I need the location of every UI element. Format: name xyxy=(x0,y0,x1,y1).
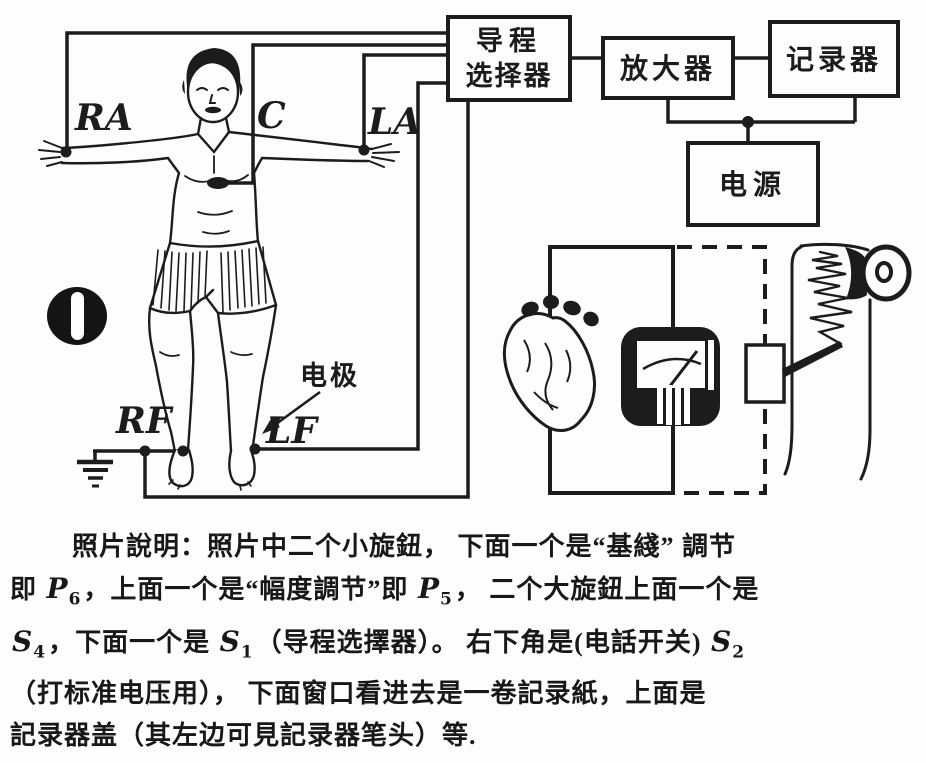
heart-drawing xyxy=(503,295,599,433)
neck xyxy=(196,116,231,154)
rf-electrode xyxy=(177,445,189,457)
roll-shading xyxy=(845,247,867,300)
block-boxes xyxy=(446,15,900,227)
chest-electrode xyxy=(207,177,229,189)
chest-lines xyxy=(184,155,249,235)
electrode-annotation: 电极 xyxy=(262,361,360,434)
math-symbol: P5 xyxy=(417,572,453,610)
ground-junction-dot xyxy=(139,445,151,457)
lead-selector-label-line1: 导程 xyxy=(476,26,542,56)
lead-labels: RA C LA RF LF xyxy=(74,95,421,452)
wire-rf-ground xyxy=(93,100,470,499)
caption-line: 照片說明：照片中二个小旋鈕， 下面一个是“基綫” 調节 xyxy=(72,532,737,561)
lead-wires xyxy=(65,31,470,499)
caption-line: S4，下面一个是 S1（导程选擇器）。 右下角是(电話开关) S2 xyxy=(12,624,746,663)
right-leg xyxy=(216,303,278,454)
lead-selector-label-line2: 选择器 xyxy=(466,61,553,91)
wire-power xyxy=(666,96,857,143)
box-labels: 导程 选择器 放大器 记录器 电源 xyxy=(466,26,882,200)
caption-line: 記录器盖（其左边可見記录器笔头）等. xyxy=(10,721,477,751)
left-foot xyxy=(168,448,194,488)
math-symbol: S1 xyxy=(219,624,254,663)
math-symbol: S4 xyxy=(12,624,47,663)
ground-icon xyxy=(77,451,113,488)
knee-lines xyxy=(159,351,253,357)
wire-ra xyxy=(65,31,448,152)
galvanometer-icon xyxy=(621,327,720,426)
rf-label: RF xyxy=(115,400,174,442)
math-symbol: P6 xyxy=(46,572,82,610)
electrode-arrowhead xyxy=(262,417,280,434)
toe-lines xyxy=(168,479,252,491)
roll-hole xyxy=(875,261,893,283)
wire-c xyxy=(226,43,448,185)
right-arm xyxy=(227,130,374,175)
galvanometer-coil xyxy=(657,385,690,425)
left-leg xyxy=(148,306,195,454)
face-features xyxy=(196,87,229,104)
shorts-stripes xyxy=(152,246,267,313)
electrode-arrow xyxy=(271,390,321,429)
pen-arm xyxy=(782,341,843,378)
caption-line: 即 P6，上面一个是“幅度調节”即 P5， 二个大旋鈕上面一个是 xyxy=(10,572,760,610)
right-hand xyxy=(368,143,400,168)
wire-la xyxy=(362,53,448,150)
power-junction-dot xyxy=(742,116,754,128)
electrodes xyxy=(60,144,370,457)
la-label: LA xyxy=(367,101,421,143)
hair xyxy=(182,48,243,96)
ecg-setup-diagram: 电极 RA C LA RF LF 导程 选择器 放大器 记录器 电源 xyxy=(38,15,912,499)
amplifier-label: 放大器 xyxy=(619,52,716,84)
caption: 照片說明：照片中二个小旋鈕， 下面一个是“基綫” 調节即 P6，上面一个是“幅度… xyxy=(10,526,920,757)
pen-block xyxy=(744,341,843,404)
math-symbol: S2 xyxy=(711,624,746,663)
left-arm xyxy=(60,132,200,175)
power-label: 电源 xyxy=(719,169,787,200)
human-figure xyxy=(38,48,400,491)
power-box xyxy=(686,141,820,227)
la-electrode xyxy=(358,144,370,156)
c-label: C xyxy=(257,95,286,137)
lf-label: LF xyxy=(265,410,319,452)
left-hand xyxy=(38,140,63,167)
right-foot xyxy=(228,448,256,487)
mouth xyxy=(205,106,221,114)
shorts xyxy=(148,239,278,315)
ra-label: RA xyxy=(74,97,133,139)
ecg-trace xyxy=(807,250,853,346)
recorder-label: 记录器 xyxy=(786,44,882,75)
electrode-label: 电极 xyxy=(300,361,360,391)
knob-icon xyxy=(47,287,107,345)
paper-roll-icon xyxy=(783,242,912,481)
wire-lf xyxy=(255,81,448,451)
lf-electrode xyxy=(249,443,261,455)
caption-line: （打标准电压用）， 下面窗口看进去是一卷記录紙，上面是 xyxy=(10,679,707,709)
ra-electrode xyxy=(60,146,72,158)
